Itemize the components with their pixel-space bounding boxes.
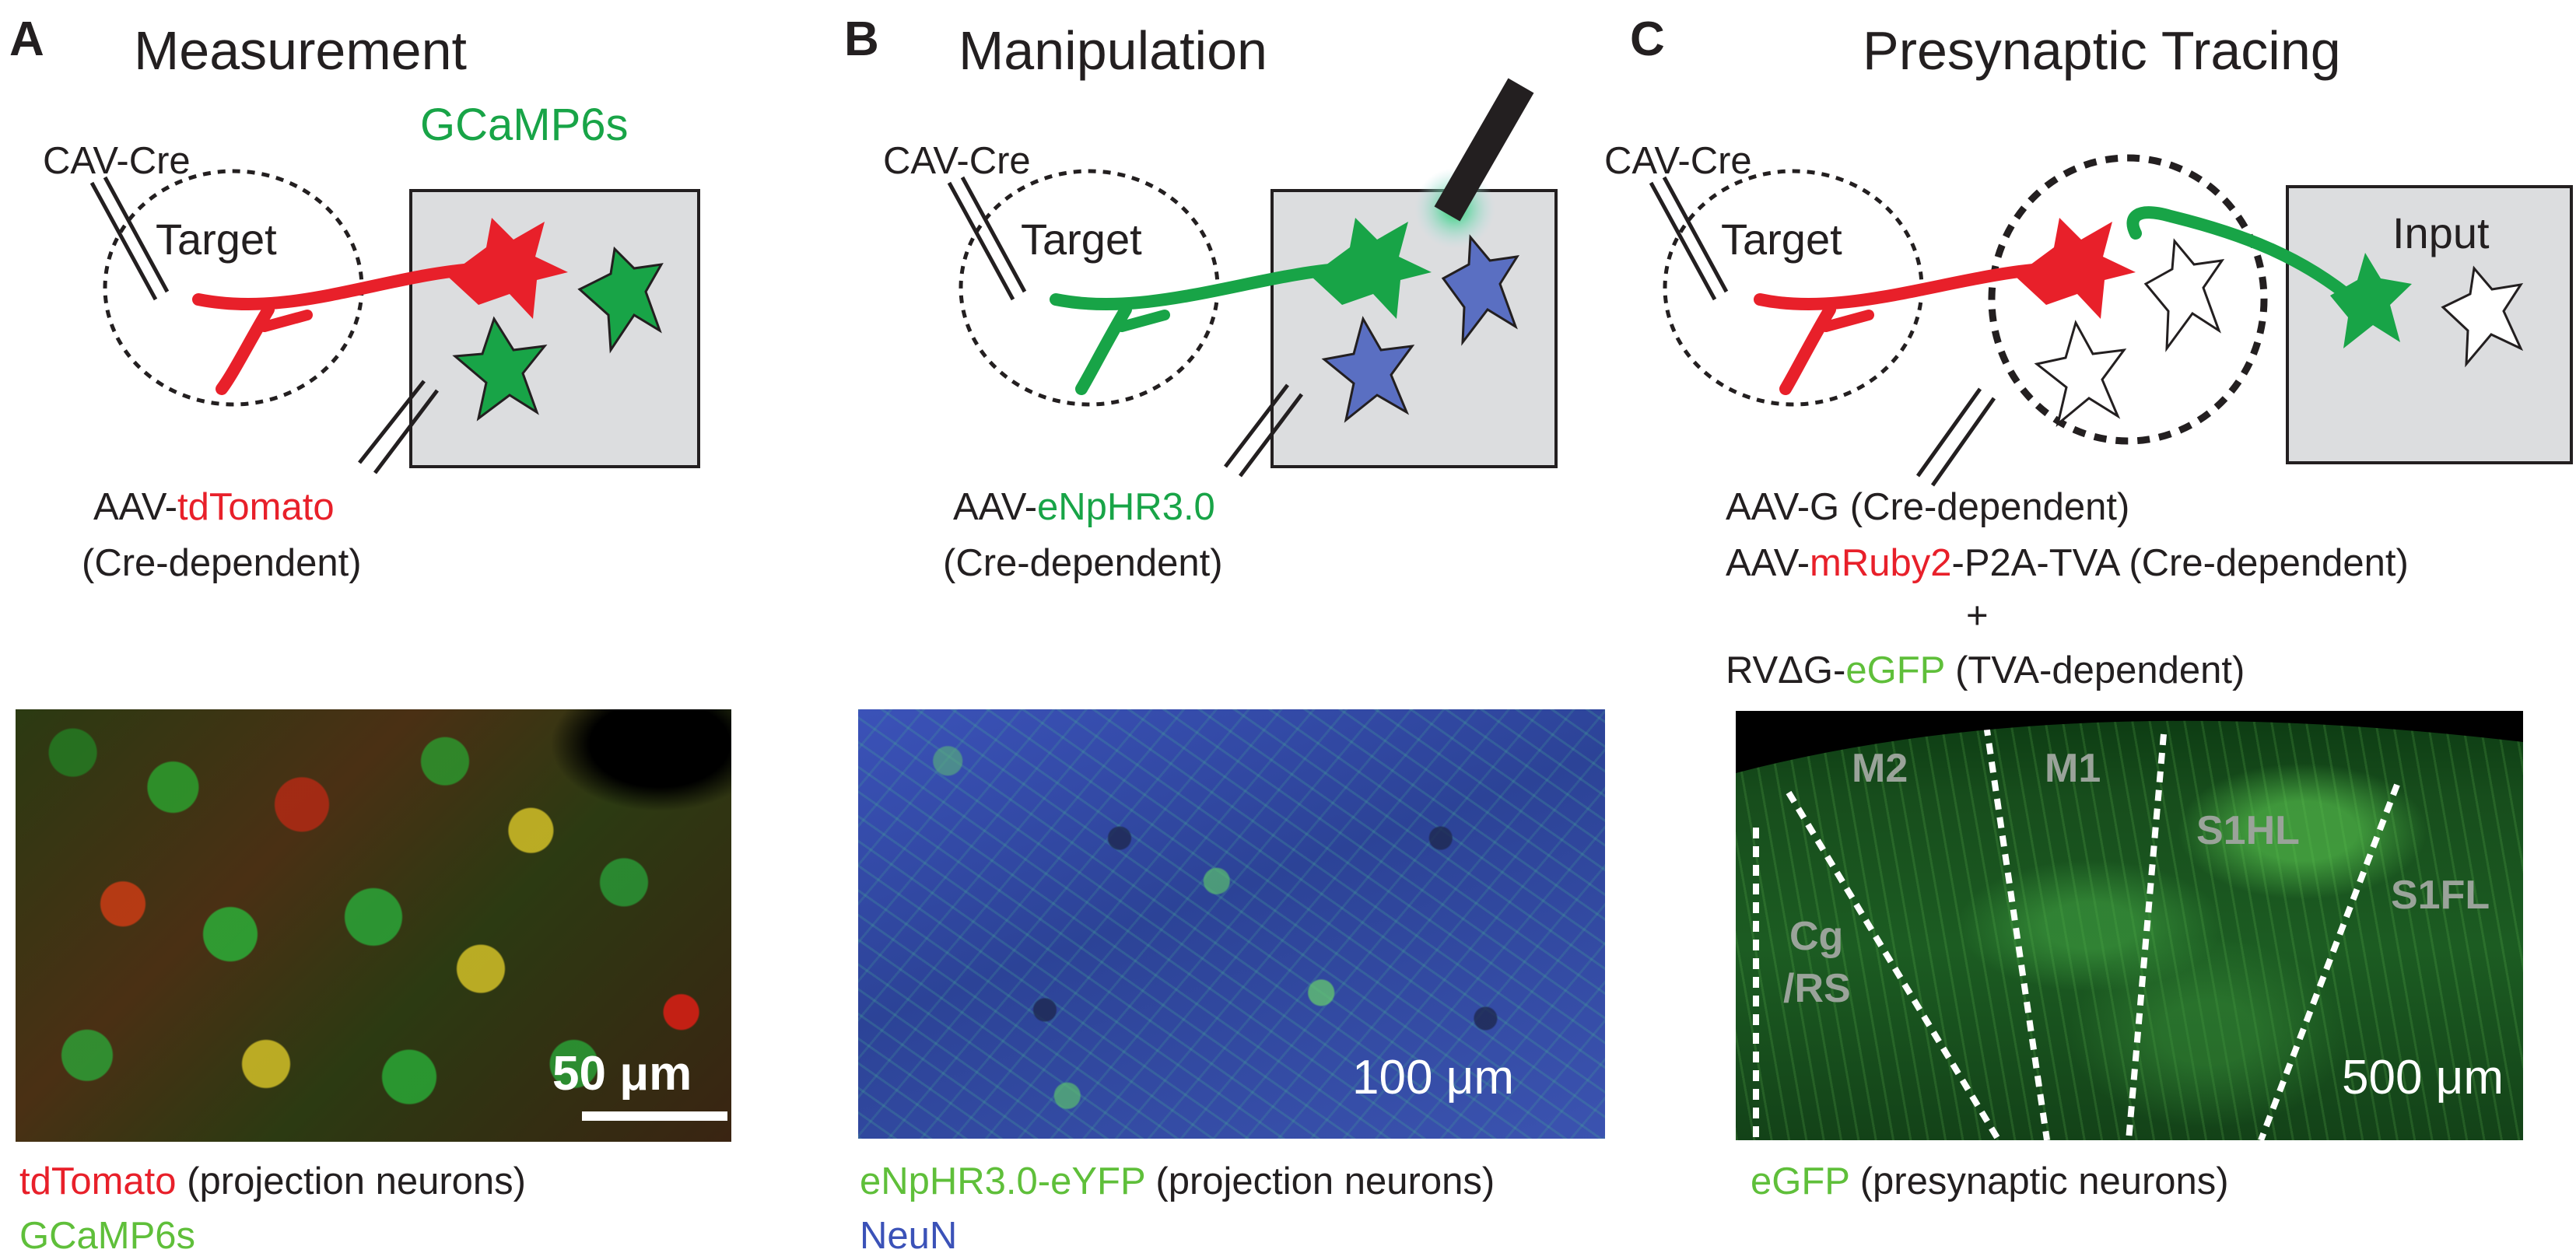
virus-plus: +: [1966, 595, 1989, 637]
virus-prefix: AAV-: [953, 486, 1038, 528]
virus-label: AAV-eNpHR3.0: [953, 488, 1215, 527]
panel-b-label: B: [844, 12, 879, 66]
caption-colored: tdTomato: [19, 1160, 177, 1202]
virus-prefix: AAV-: [93, 486, 178, 528]
manipulation-area-box: [1270, 189, 1558, 468]
panel-b-schematic: [947, 78, 1558, 478]
pipette-label: CAV-Cre: [43, 140, 191, 182]
region-boundaries: [1736, 711, 2523, 1140]
injection-pipette-icon: [947, 176, 1027, 301]
scale-bar-label: 500 μm: [2342, 1051, 2504, 1104]
injection-pipette-icon: [1649, 176, 1729, 301]
neuron-icon: [1321, 316, 1415, 423]
scale-bar-label: 50 μm: [552, 1047, 692, 1101]
micrograph-image: [858, 709, 1605, 1139]
virus-line-2: AAV-mRuby2-P2A-TVA (Cre-dependent): [1726, 542, 2409, 584]
neuron-icon: [452, 316, 548, 422]
neuron-icon: [2034, 320, 2127, 427]
caption-line: eGFP (presynaptic neurons): [1751, 1160, 2229, 1202]
virus-line-1: AAV-G (Cre-dependent): [1726, 486, 2130, 528]
injection-pipette-icon: [1224, 383, 1303, 478]
region-label-rs: /RS: [1783, 966, 1851, 1011]
region-label-s1fl: S1FL: [2391, 873, 2490, 918]
recording-area-box: [409, 189, 700, 468]
panel-c-label: C: [1630, 12, 1665, 66]
pipette-label: CAV-Cre: [1604, 140, 1752, 182]
injection-pipette-icon: [89, 176, 170, 301]
projection-neuron-icon: [1050, 218, 1432, 395]
panel-a-label: A: [9, 12, 44, 66]
virus-suffix: (Cre-dependent): [82, 542, 362, 584]
panel-b-title: Manipulation: [959, 20, 1267, 81]
target-label: Target: [1721, 215, 1842, 264]
neuron-icon: [1441, 234, 1519, 346]
starter-region-circle: [1988, 154, 2268, 445]
virus-label: AAV-tdTomato: [93, 488, 335, 527]
target-label: Target: [156, 215, 277, 264]
micrograph-image: [1736, 711, 2523, 1140]
panel-a-title: Measurement: [134, 20, 467, 81]
caption-colored: GCaMP6s: [19, 1215, 196, 1257]
caption-line: eNpHR3.0-eYFP (projection neurons): [860, 1160, 1495, 1202]
micrograph-image: [16, 709, 731, 1142]
neuron-icon: [577, 246, 664, 354]
caption-colored: NeuN: [860, 1215, 958, 1257]
virus-name: eGFP: [1845, 649, 1945, 691]
panel-a-schematic: [89, 169, 700, 474]
neuron-icon: [2441, 265, 2524, 368]
region-label-s1hl: S1HL: [2196, 808, 2300, 853]
scale-bar-label: 100 μm: [1352, 1051, 1515, 1104]
neuron-icon: [2143, 238, 2225, 352]
virus-name: tdTomato: [177, 486, 335, 528]
caption-line: tdTomato (projection neurons): [19, 1160, 526, 1202]
input-area-box: [2286, 185, 2573, 464]
caption-colored: eNpHR3.0-eYFP: [860, 1160, 1145, 1202]
target-label: Target: [1021, 215, 1142, 264]
panel-c-title: Presynaptic Tracing: [1863, 20, 2341, 81]
projection-neuron-icon: [192, 218, 568, 395]
virus-line-4: RVΔG-eGFP (TVA-dependent): [1726, 649, 2245, 691]
indicator-label: GCaMP6s: [420, 100, 629, 150]
injection-pipette-icon: [358, 380, 439, 474]
virus-name: eNpHR3.0: [1037, 486, 1215, 528]
injection-pipette-icon: [1915, 387, 1996, 487]
virus-name: mRuby2: [1810, 542, 1952, 584]
region-label-m1: M1: [2045, 746, 2101, 791]
presynaptic-neuron-icon: [2126, 206, 2412, 348]
region-label-m2: M2: [1852, 746, 1908, 791]
panel-c-schematic: [1649, 154, 2573, 487]
optic-fiber-icon: [1434, 78, 1534, 222]
caption-line: NeuN: [860, 1217, 957, 1255]
projection-neuron-icon: [1754, 218, 2136, 395]
region-label-cg: Cg: [1789, 914, 1844, 959]
pipette-label: CAV-Cre: [883, 140, 1031, 182]
caption-colored: eGFP: [1751, 1160, 1850, 1202]
input-label: Input: [2392, 208, 2490, 257]
virus-suffix: (Cre-dependent): [943, 542, 1223, 584]
caption-line: GCaMP6s: [19, 1217, 195, 1255]
